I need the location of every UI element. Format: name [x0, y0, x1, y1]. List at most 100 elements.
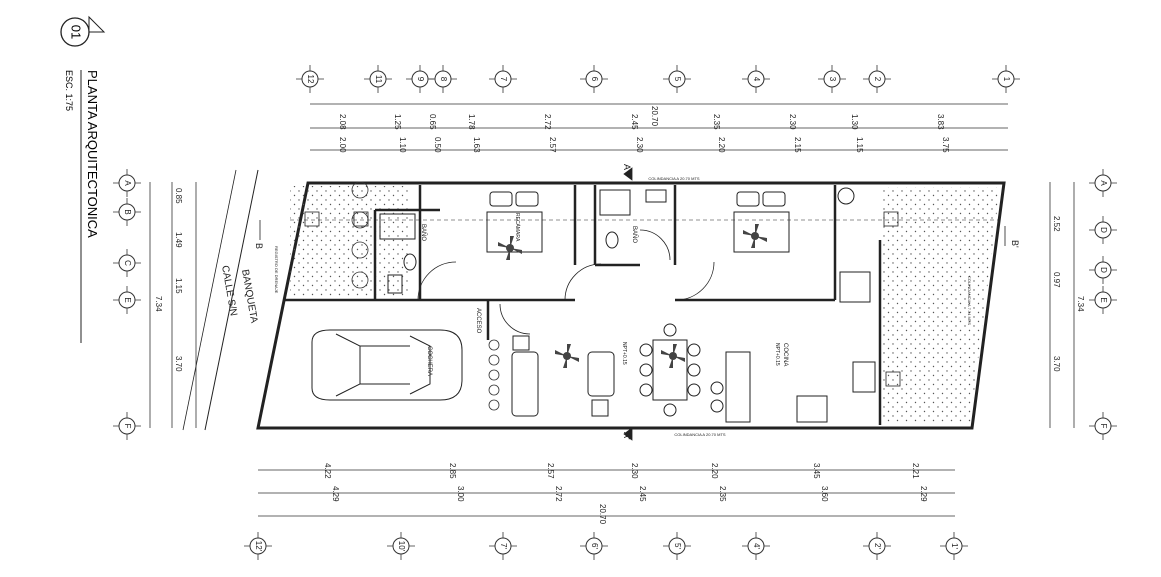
title-block-svg: 01 PLANTA ARQUITECTONICA ESC. 1:75 — [60, 15, 106, 343]
dim-left-mid-1: 1.49 — [174, 232, 183, 248]
grid-right-bubble-4: F — [1089, 412, 1117, 440]
grid-right-bubble-3: E — [1089, 286, 1117, 314]
dim-top-row1-1: 1.25 — [393, 114, 402, 130]
ceiling-fans — [498, 224, 767, 368]
dim-bottom-row3-5: 3.60 — [820, 486, 829, 502]
grid-right-bubble-2-label: D — [1099, 267, 1108, 273]
interior-walls — [285, 185, 882, 425]
room-label-garage: COCHERA — [426, 346, 432, 376]
grid-right-bubble-0: A — [1089, 169, 1117, 197]
title-text: PLANTA ARQUITECTONICA — [85, 70, 100, 238]
grid-bottom-bubble-5: 4' — [742, 532, 770, 560]
street-label: CALLE S/N — [219, 265, 239, 317]
grid-bottom-bubble-1-label: 10' — [397, 541, 406, 552]
grid-right-bubble-4-label: F — [1099, 424, 1108, 429]
grid-right-bubble-0-label: A — [1099, 180, 1108, 186]
dim-bottom-row2-2: 2.57 — [546, 463, 555, 479]
dim-top-total: 20.70 — [650, 106, 659, 127]
dim-top-row1-2: 0.65 — [428, 114, 437, 130]
dim-left-mid-2: 1.15 — [174, 278, 183, 294]
dim-bottom-row3-1: 3.00 — [456, 486, 465, 502]
dim-left-mid: 0.85 1.49 1.15 3.70 — [174, 188, 183, 372]
grid-right-bubble-2: D — [1089, 256, 1117, 284]
grid-top-bubble-4-label: 4 — [752, 77, 761, 82]
grid-axis-left: A B C E F — [113, 169, 141, 440]
dim-right-outer-2: 3.70 — [1052, 356, 1061, 372]
dim-top-row1-5: 2.45 — [630, 114, 639, 130]
dim-top-row1-6: 2.35 — [712, 114, 721, 130]
dim-top-row2-5: 2.30 — [635, 137, 644, 153]
title-number-flag — [88, 15, 106, 33]
dim-top-row2-2: 0.50 — [433, 137, 442, 153]
grid-top-bubble-11-label: 11 — [374, 75, 383, 84]
rear-garden — [882, 187, 1000, 424]
grid-top-bubble-6: 6 — [580, 65, 608, 93]
grid-bottom-bubble-4-label: 5' — [673, 543, 682, 549]
grid-top-bubble-4: 4 — [742, 65, 770, 93]
grid-left-bubble-1-label: B — [123, 209, 132, 214]
dim-top-row1-0: 2.08 — [338, 114, 347, 130]
street-line-1 — [204, 169, 259, 431]
grid-left-bubble-2: C — [113, 249, 141, 277]
grid-left-bubble-1: B — [113, 198, 141, 226]
grid-top-bubble-7: 7 — [489, 65, 517, 93]
street-line-2 — [182, 169, 237, 431]
grid-axis-right: A D D E F — [1089, 169, 1117, 440]
dim-bottom-row3-4: 2.35 — [718, 486, 727, 502]
dim-left-mid-3: 3.70 — [174, 356, 183, 372]
drain-note: REGISTRO DE DRENAJE — [274, 246, 279, 294]
dimension-right — [1049, 182, 1075, 428]
dim-top-row1-8: 1.30 — [850, 114, 859, 130]
dim-bottom-row2-5: 3.45 — [812, 463, 821, 479]
car — [311, 329, 463, 401]
boundary-top: COLINDANCIA A 20.70 MTS — [648, 176, 699, 181]
dim-top-row2-9: 3.75 — [941, 137, 950, 153]
grid-left-bubble-0: A — [113, 169, 141, 197]
grid-bottom-bubble-2-label: 7' — [499, 543, 508, 549]
dim-left-mid-0: 0.85 — [174, 188, 183, 204]
dim-bottom-row2-0: 4.22 — [323, 463, 332, 479]
grid-right-bubble-3-label: E — [1099, 297, 1108, 302]
dim-right-outer-0: 2.52 — [1052, 216, 1061, 232]
sidewalk-label: BANQUETA — [239, 269, 259, 325]
dim-left-total: 7.34 — [154, 296, 163, 312]
grid-right-bubble-1-label: D — [1099, 227, 1108, 233]
grid-bottom-bubble-2: 7' — [489, 532, 517, 560]
dim-bottom-row2-4: 2.20 — [710, 463, 719, 479]
dim-right-outer: 2.520.973.70 — [1052, 216, 1061, 372]
room-label-bedroom: RECÁMARA — [514, 213, 521, 242]
grid-top-bubble-12: 12 — [296, 65, 324, 93]
grid-left-bubble-3: E — [113, 286, 141, 314]
grid-left-bubble-2-label: C — [123, 260, 132, 266]
dim-top-row1-9: 3.83 — [936, 114, 945, 130]
grid-left-bubble-0-label: A — [123, 180, 132, 186]
grid-bottom-bubble-0-label: 12' — [254, 541, 263, 552]
grid-left-bubble-4: F — [113, 412, 141, 440]
dim-top-row1-4: 2.72 — [543, 114, 552, 130]
door-swings — [417, 229, 715, 335]
grid-top-bubble-3-label: 3 — [828, 77, 837, 82]
dim-top-row1-3: 1.78 — [467, 114, 476, 130]
grid-top-bubble-2: 2 — [863, 65, 891, 93]
grid-top-bubble-12-label: 12 — [306, 75, 315, 84]
living-dining-furniture — [511, 187, 876, 423]
grid-top-bubble-3: 3 — [818, 65, 846, 93]
dim-top-row2-0: 2.00 — [338, 137, 347, 153]
dimension-left — [149, 182, 197, 428]
grid-bottom-bubble-6-label: 2' — [873, 543, 882, 549]
dim-top-row2-3: 1.63 — [472, 137, 481, 153]
dim-top-row2-1: 1.10 — [398, 137, 407, 153]
room-label-kitchen-level: NPT+0.15 — [774, 343, 780, 366]
section-b-left: B — [254, 243, 264, 249]
grid-top-bubble-1-label: 1 — [1002, 77, 1011, 82]
grid-top-bubble-9: 9 — [406, 65, 434, 93]
dim-top-row2-6: 2.20 — [717, 137, 726, 153]
grid-bottom-bubble-1: 10' — [387, 532, 415, 560]
bathroom-fixtures — [379, 189, 667, 294]
dim-right-total: 7.34 — [1076, 296, 1085, 312]
